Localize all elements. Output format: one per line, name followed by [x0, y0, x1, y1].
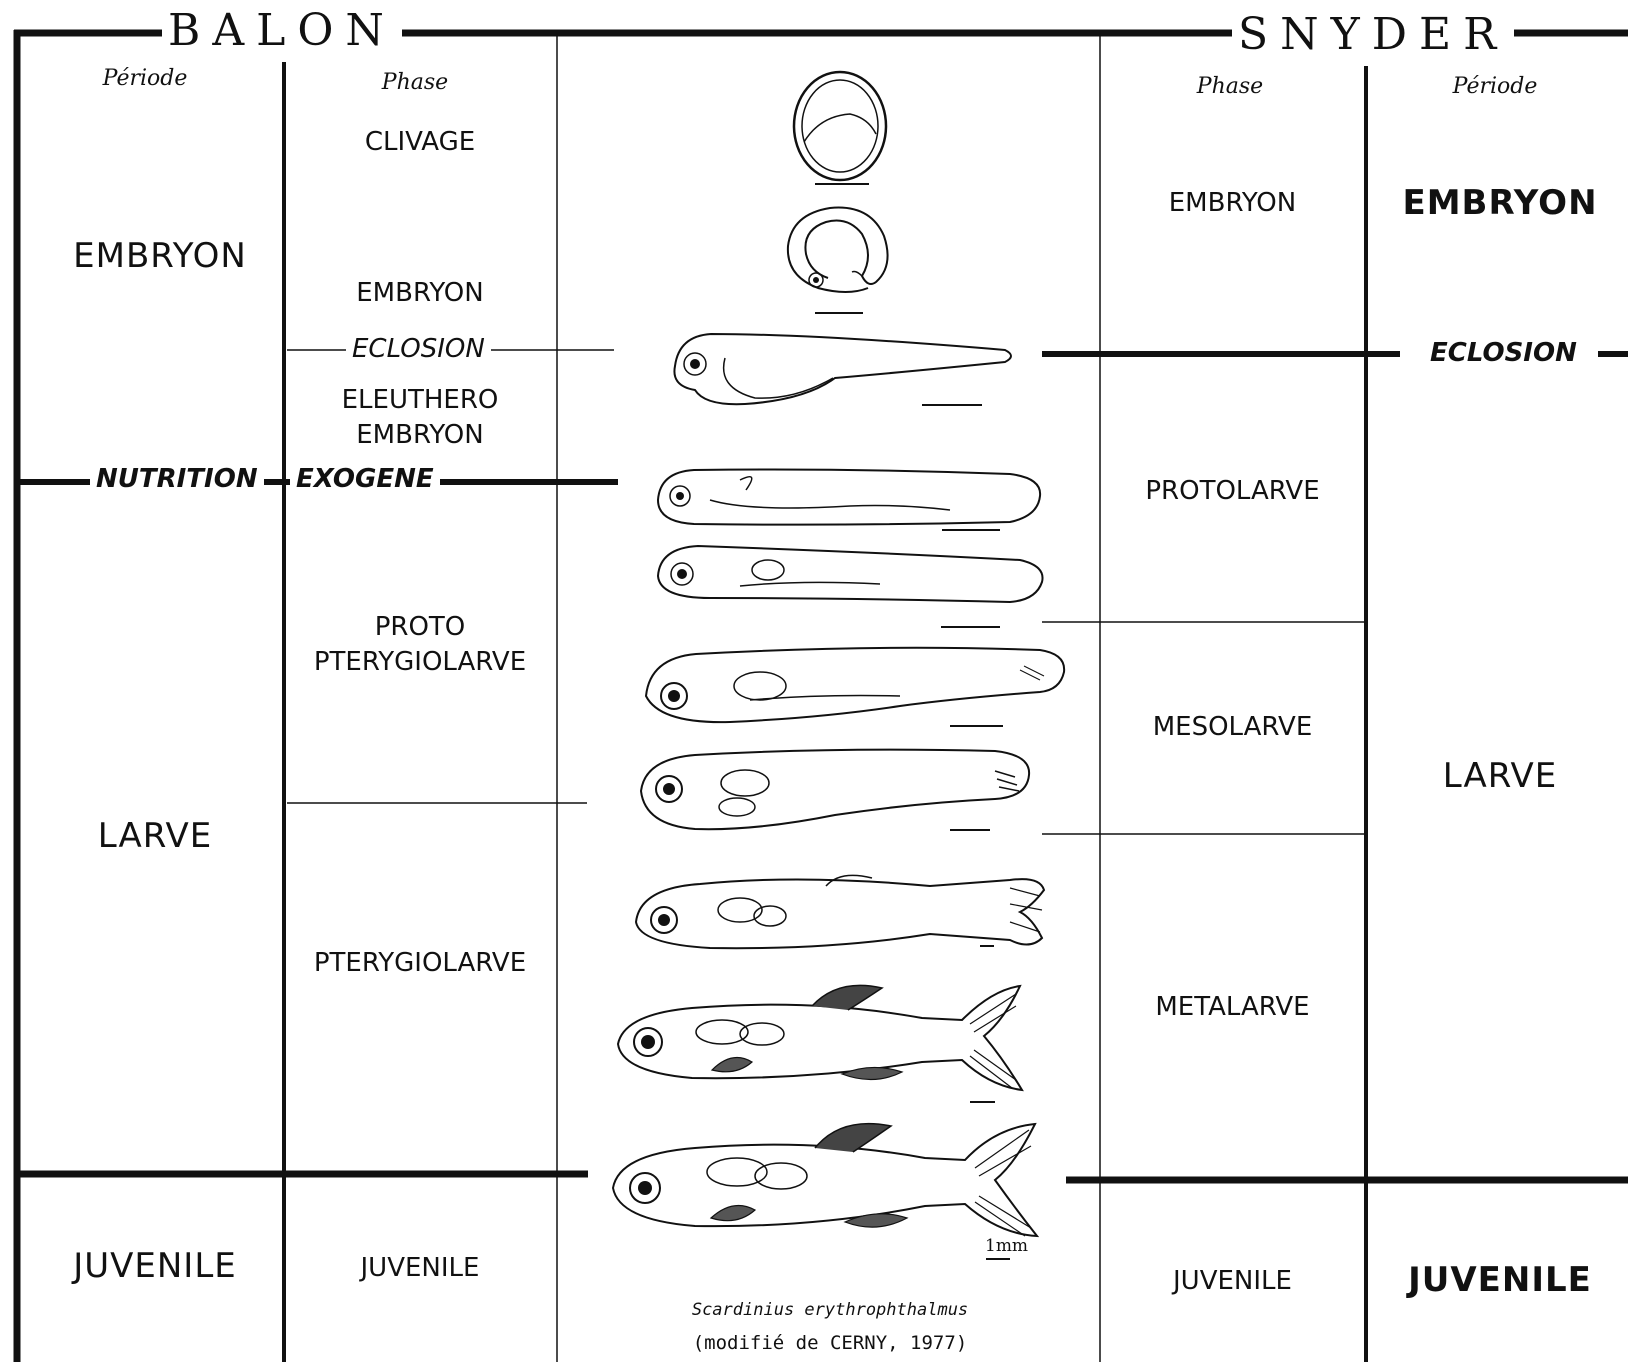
balon-phase-embryon: EMBRYON — [300, 276, 540, 310]
balon-phase-label: Phase — [350, 70, 480, 95]
balon-periode-label: Période — [80, 66, 210, 91]
balon-phase-juvenile: JUVENILE — [300, 1251, 540, 1285]
snyder-event-eclosion: ECLOSION — [1424, 338, 1583, 368]
snyder-period-larve: LARVE — [1375, 756, 1625, 796]
snyder-periode-label: Période — [1430, 74, 1560, 99]
balon-phase-proto-1: PROTO — [300, 610, 540, 644]
figure-credit: (modifié de CERNY, 1977) — [600, 1332, 1060, 1354]
balon-header: BALON — [162, 6, 402, 56]
nutrition-event-label: NUTRITION — [90, 464, 264, 494]
balon-period-larve: LARVE — [40, 816, 270, 856]
exogene-event-label: EXOGENE — [290, 464, 440, 494]
snyder-phase-metalarve: METALARVE — [1110, 990, 1355, 1024]
mesolarva-2-illustration — [635, 745, 1045, 845]
snyder-phase-mesolarve: MESOLARVE — [1110, 710, 1355, 744]
snyder-phase-label: Phase — [1165, 74, 1295, 99]
balon-event-eclosion: ECLOSION — [346, 334, 491, 364]
protolarva-1-illustration — [650, 460, 1050, 540]
egg-embryon-illustration — [778, 200, 908, 310]
balon-phase-clivage: CLIVAGE — [300, 125, 540, 159]
balon-period-juvenile: JUVENILE — [40, 1246, 270, 1286]
protolarva-2-illustration — [650, 540, 1050, 620]
metalarva-2-illustration — [612, 980, 1032, 1110]
egg-clivage-illustration — [780, 66, 900, 186]
metalarva-1-illustration — [630, 866, 1050, 966]
scale-label: 1mm — [985, 1236, 1028, 1256]
balon-phase-eleuthero-2: EMBRYON — [300, 418, 540, 452]
balon-phase-eleuthero-1: ELEUTHERO — [300, 383, 540, 417]
snyder-period-embryon: EMBRYON — [1375, 183, 1625, 223]
species-name: Scardinius erythrophthalmus — [600, 1300, 1060, 1320]
snyder-phase-protolarve: PROTOLARVE — [1110, 474, 1355, 508]
balon-phase-pterygiolarve: PTERYGIOLARVE — [300, 946, 540, 980]
balon-phase-proto-2: PTERYGIOLARVE — [300, 645, 540, 679]
snyder-phase-embryon: EMBRYON — [1110, 186, 1355, 220]
eleuthero-embryo-illustration — [665, 328, 1025, 418]
snyder-phase-juvenile: JUVENILE — [1110, 1264, 1355, 1298]
snyder-period-juvenile: JUVENILE — [1375, 1260, 1625, 1300]
mesolarva-1-illustration — [640, 640, 1070, 740]
snyder-header: SNYDER — [1232, 10, 1514, 60]
balon-period-embryon: EMBRYON — [40, 236, 280, 276]
